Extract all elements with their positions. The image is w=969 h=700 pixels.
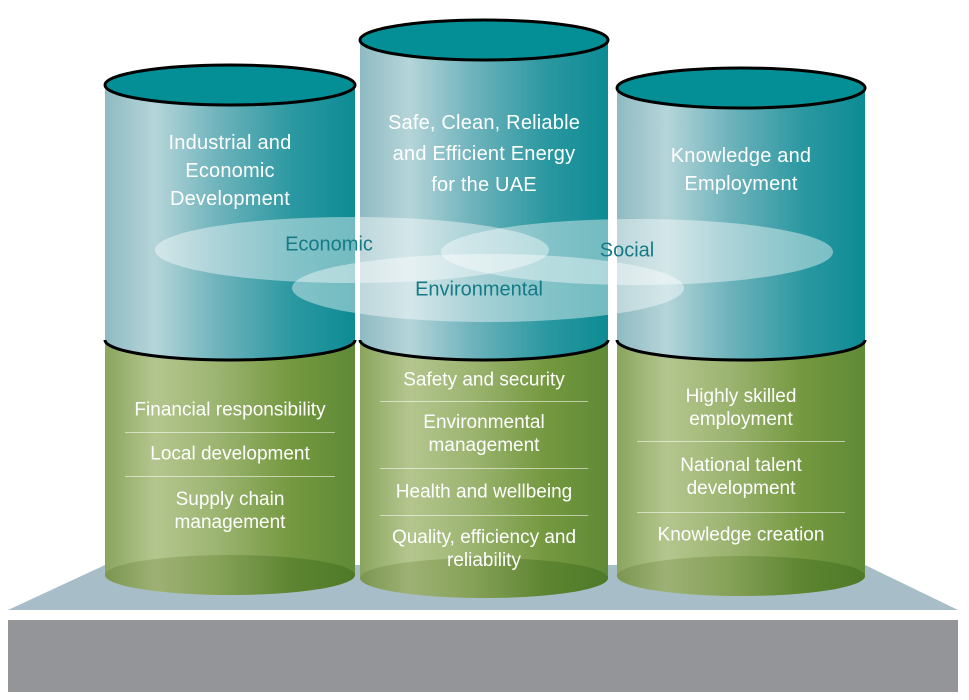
row-text: Knowledge creation (657, 524, 825, 546)
row-text: Quality, efficiency and reliability (391, 527, 577, 571)
row-text: Local development (150, 443, 310, 465)
platform-front-face (8, 620, 958, 692)
cylinder-top (103, 63, 357, 107)
row-text: National talent development (680, 455, 802, 499)
cylinder-top (358, 18, 610, 62)
row-divider (380, 468, 588, 469)
green-bottom-shade (105, 555, 355, 595)
title-line: Industrial and (168, 132, 292, 154)
row-text: Highly skilled employment (685, 386, 797, 430)
row-divider (125, 432, 335, 433)
pillar-title-industrial: Industrial and Economic Development (105, 129, 355, 213)
row-text: Supply chain management (174, 489, 286, 533)
cylinder-top (615, 66, 867, 110)
title-line: and Efficient Energy (392, 143, 576, 165)
green-segment (617, 337, 865, 596)
pillar-industrial-graphic (103, 63, 357, 595)
row-divider (125, 476, 335, 477)
pillar-row: National talent development (617, 454, 865, 500)
green-bottom-shade (360, 558, 608, 598)
row-text: Health and wellbeing (395, 481, 573, 503)
pillar-row: Highly skilled employment (617, 385, 865, 431)
teal-bottom-edge (358, 339, 610, 362)
social-ellipse (441, 219, 833, 285)
pillar-row: Local development (105, 443, 355, 466)
pillar-row: Knowledge creation (617, 524, 865, 547)
pillar-row: Supply chain management (105, 488, 355, 534)
title-line: Employment (684, 173, 798, 195)
pillar-title-energy: Safe, Clean, Reliable and Efficient Ener… (360, 108, 608, 201)
title-line: Economic (185, 160, 275, 182)
row-divider (637, 441, 845, 442)
venn-label-social: Social (599, 239, 655, 262)
title-line: Safe, Clean, Reliable (387, 112, 581, 134)
title-line: Development (169, 188, 291, 210)
teal-segment (617, 88, 865, 360)
row-text: Safety and security (403, 369, 565, 391)
environmental-ellipse (292, 254, 684, 322)
venn-label-environmental: Environmental (415, 278, 543, 301)
teal-bottom-edge (103, 339, 357, 362)
teal-segment (105, 85, 355, 360)
pillar-row: Safety and security (360, 369, 608, 392)
pillar-title-knowledge: Knowledge and Employment (617, 142, 865, 198)
row-divider (380, 401, 588, 402)
title-line: for the UAE (431, 174, 537, 196)
pillar-energy-graphic (358, 18, 610, 598)
green-bottom-shade (617, 556, 865, 596)
title-line: Knowledge and (670, 145, 812, 167)
venn-label-economic: Economic (285, 233, 373, 256)
pillar-row: Health and wellbeing (360, 481, 608, 504)
row-divider (380, 515, 588, 516)
pillar-knowledge-graphic (615, 66, 867, 596)
row-divider (637, 512, 845, 513)
teal-segment (360, 40, 608, 360)
row-text: Environmental management (423, 412, 545, 456)
pillar-row: Quality, efficiency and reliability (360, 526, 608, 572)
pillar-row: Environmental management (360, 411, 608, 457)
row-text: Financial responsibility (134, 399, 326, 421)
green-segment (105, 337, 355, 595)
venn-overlay (155, 217, 833, 322)
economic-ellipse (155, 217, 549, 283)
teal-bottom-edge (615, 339, 867, 362)
pillar-row: Financial responsibility (105, 399, 355, 422)
green-segment (360, 337, 608, 598)
